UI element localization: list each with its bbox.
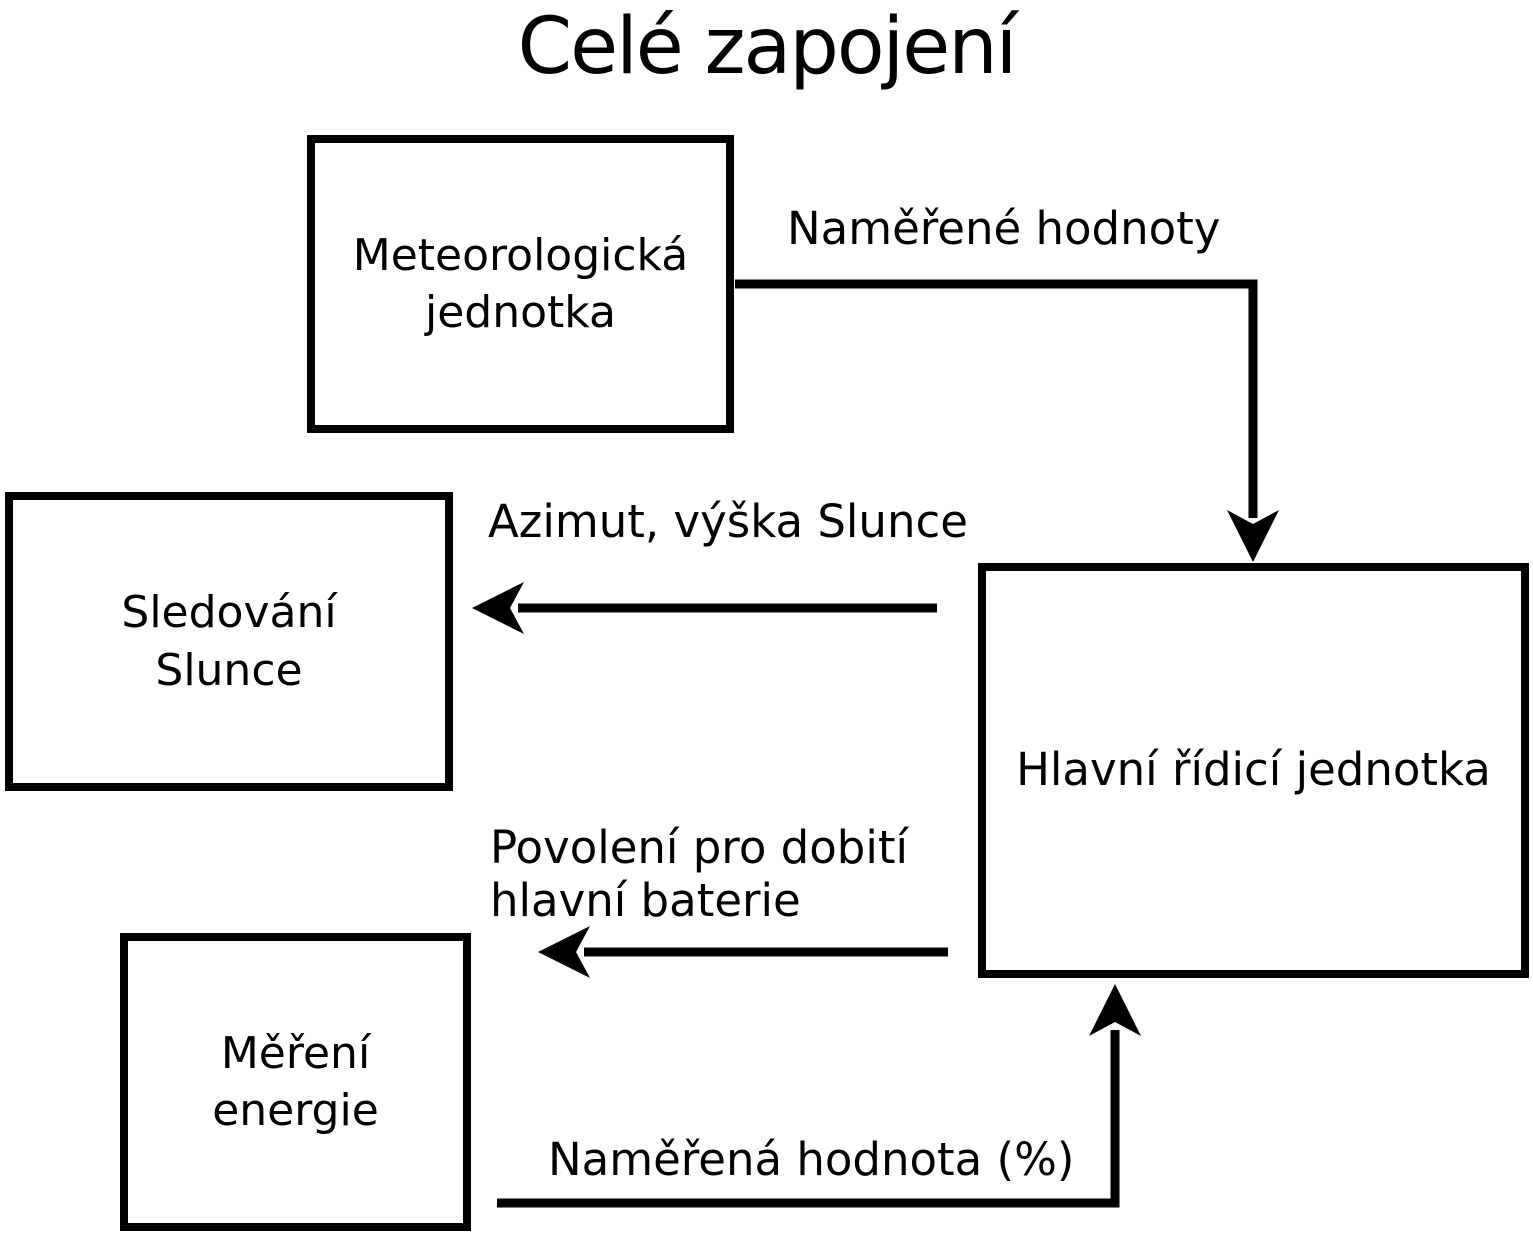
node-label-line: Sledování — [121, 587, 337, 639]
edge-label-povoleni-pro-dobiti: Povolení pro dobití hlavní baterie — [490, 821, 908, 927]
node-label-line: Hlavní řídicí jednotka — [1016, 743, 1491, 797]
edge-label-namerene-hodnoty: Naměřené hodnoty — [787, 202, 1221, 255]
node-label-line: Měření — [220, 1027, 371, 1079]
edge-label-line: Povolení pro dobití — [490, 821, 908, 874]
arrow-left-icon — [538, 926, 590, 978]
edge-label-azimut-vyska-slunce: Azimut, výška Slunce — [488, 495, 968, 548]
edge-label-namerena-hodnota: Naměřená hodnota (%) — [548, 1133, 1075, 1186]
arrow-up-icon — [1089, 984, 1141, 1036]
connector-namerene-hodnoty — [735, 279, 1258, 518]
diagram-title: Celé zapojení — [517, 2, 1018, 92]
node-mereni-energie: Měření energie — [120, 933, 471, 1231]
edge-label-line: hlavní baterie — [490, 873, 801, 927]
node-sledovani-slunce: Sledování Slunce — [5, 492, 453, 791]
arrow-left-icon — [472, 582, 524, 634]
node-label-line: Slunce — [155, 644, 303, 696]
node-label-line: jednotka — [425, 287, 616, 338]
arrow-down-icon — [1227, 510, 1279, 562]
node-label-line: energie — [212, 1085, 379, 1136]
node-meteorologicka-jednotka: Meteorologická jednotka — [307, 135, 734, 433]
node-label-line: Meteorologická — [352, 229, 689, 281]
connector-namerena-hodnota — [497, 1030, 1120, 1208]
node-hlavni-ridici-jednotka: Hlavní řídicí jednotka — [978, 563, 1529, 978]
